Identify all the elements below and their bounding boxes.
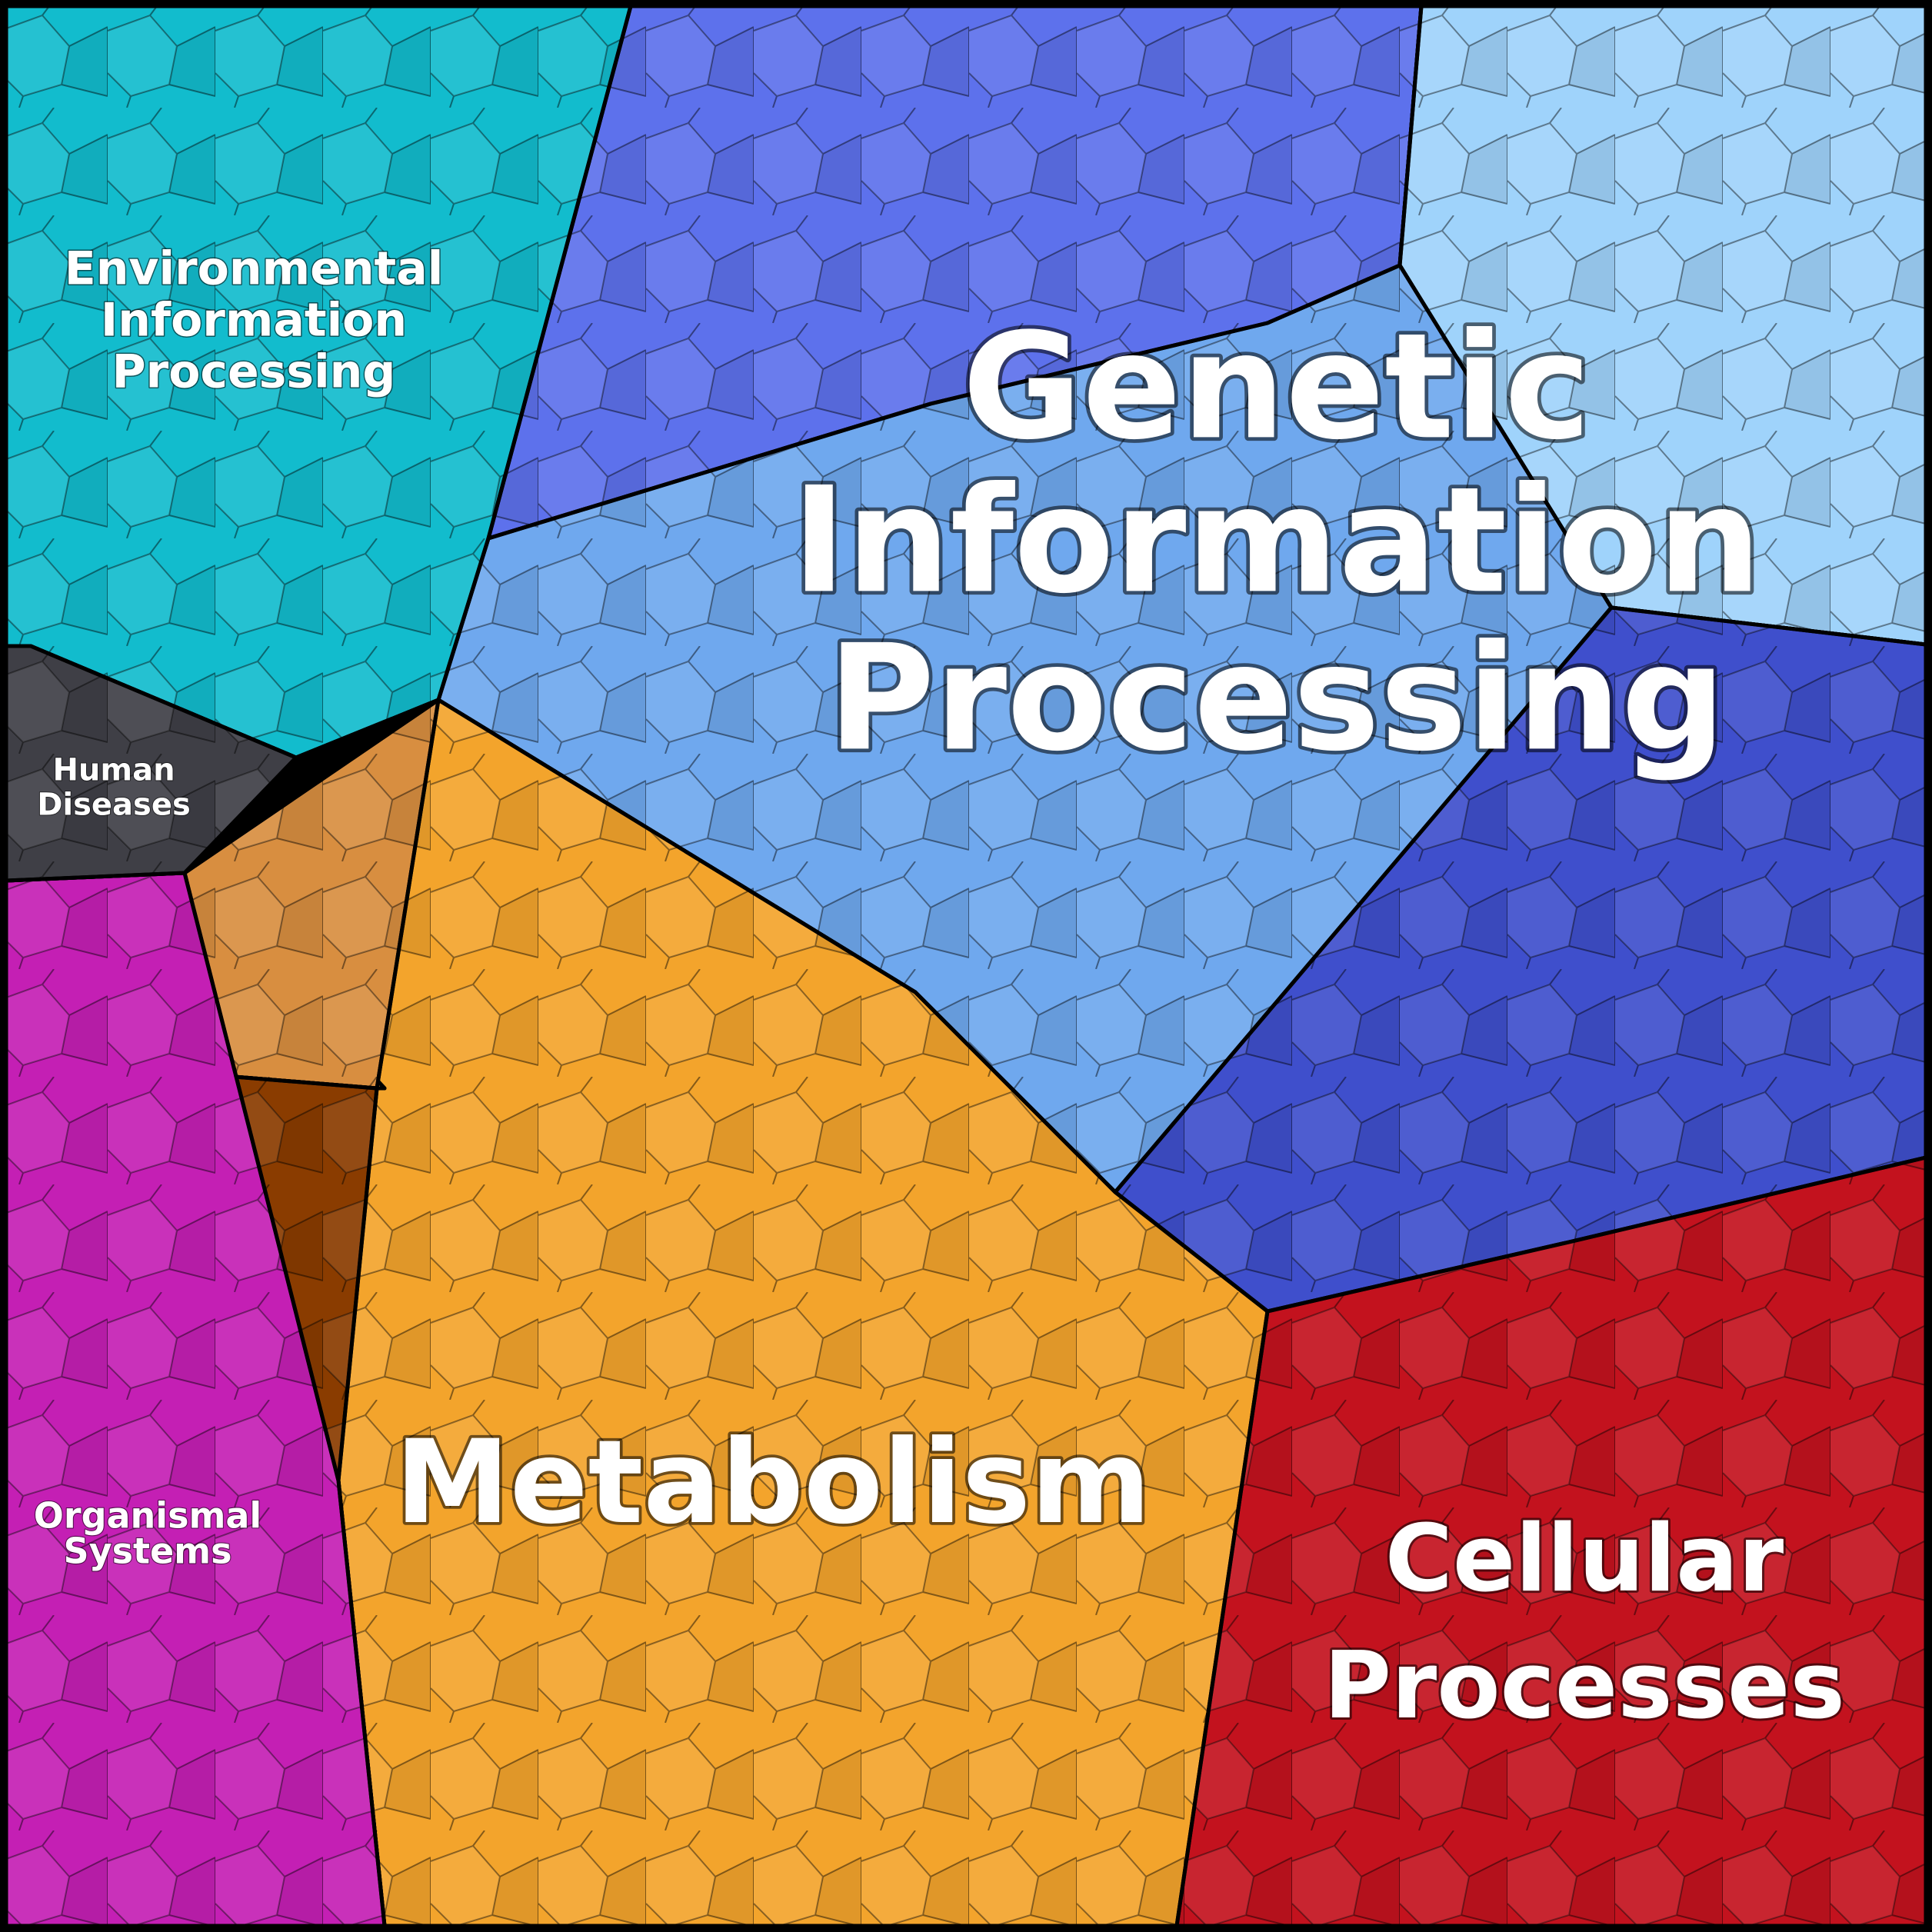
label-genetic-line-2: Processing (828, 613, 1726, 783)
label-human-line-0: Human (52, 752, 175, 788)
label-environmental-line-2: Processing (112, 345, 396, 399)
label-metabolism: Metabolism (392, 1413, 1154, 1553)
label-cellular-line-1: Processes (1324, 1633, 1845, 1740)
region-organismal (4, 871, 387, 1928)
label-metabolism-line-0: Metabolism (395, 1416, 1151, 1550)
label-cellular-line-0: Cellular (1385, 1506, 1784, 1613)
label-environmental-line-1: Information (101, 294, 407, 348)
label-environmental-line-0: Environmental (65, 242, 444, 296)
region-environmental (4, 4, 633, 760)
region-metabolism (182, 698, 1270, 1928)
label-human-line-1: Diseases (37, 787, 191, 822)
region-genetic (436, 4, 1928, 1314)
label-genetic-line-0: Genetic (962, 301, 1591, 471)
label-genetic-line-1: Information (792, 455, 1762, 625)
label-organismal-line-0: Organismal (34, 1495, 261, 1537)
label-organismal-line-1: Systems (64, 1531, 232, 1572)
